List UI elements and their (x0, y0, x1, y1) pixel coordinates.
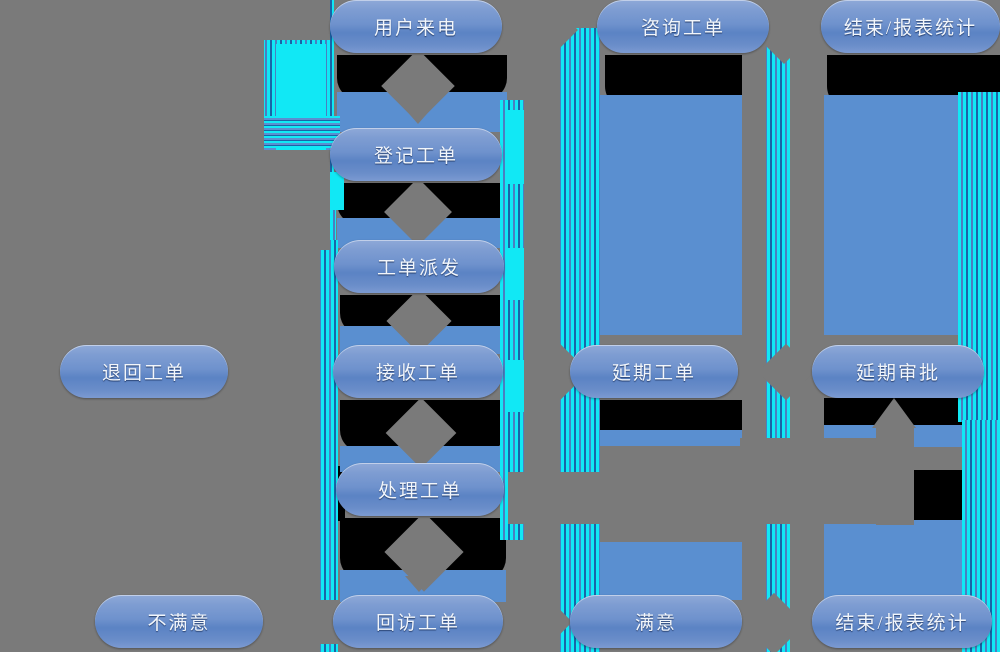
node-label: 回访工单 (375, 613, 460, 634)
artifact-blue-1 (600, 95, 770, 335)
node-end-report-bottom[interactable]: 结束/报表统计 (812, 595, 992, 648)
arrowhead-n5-n7 (405, 330, 433, 346)
node-postpone-ticket[interactable]: 延期工单 (570, 345, 738, 398)
artifact-cyan-4 (506, 110, 524, 184)
node-satisfied[interactable]: 满意 (570, 595, 742, 648)
artifact-gray-patch-7 (790, 0, 824, 652)
node-receive-ticket[interactable]: 接收工单 (333, 345, 503, 398)
node-label: 用户来电 (373, 18, 458, 39)
node-consult-ticket[interactable]: 咨询工单 (597, 0, 769, 53)
connector-n12-n11 (256, 600, 338, 644)
arrowhead-feedback-approval (872, 398, 916, 428)
node-label: 结束/报表统计 (835, 613, 969, 634)
node-label: 处理工单 (377, 481, 462, 502)
artifact-gray-patch-6 (742, 0, 766, 652)
artifact-cyan-1 (276, 44, 326, 118)
artifact-gray-patch-4 (264, 250, 320, 652)
artifact-gray-patch-3 (264, 150, 330, 250)
node-label: 登记工单 (373, 146, 458, 167)
artifact-stripe-5 (556, 28, 600, 652)
artifact-cyan-6 (506, 360, 524, 412)
node-unsatisfied[interactable]: 不满意 (95, 595, 263, 648)
node-register-ticket[interactable]: 登记工单 (330, 128, 502, 181)
node-label: 满意 (634, 613, 677, 634)
node-process-ticket[interactable]: 处理工单 (336, 463, 504, 516)
node-label: 不满意 (147, 613, 211, 634)
artifact-gray-patch-5 (524, 0, 560, 652)
node-label: 延期审批 (855, 363, 940, 384)
node-followup-ticket[interactable]: 回访工单 (333, 595, 503, 648)
artifact-stripe-3 (316, 240, 338, 652)
artifact-cyan-5 (506, 248, 524, 300)
artifact-blue-8 (580, 430, 750, 446)
node-end-report-top[interactable]: 结束/报表统计 (821, 0, 1000, 53)
node-label: 工单派发 (376, 258, 461, 279)
arrowhead-n1-n4 (404, 108, 432, 124)
node-user-call[interactable]: 用户来电 (330, 0, 502, 53)
connector-feedback-approval-horiz (740, 438, 890, 524)
arrowhead-n7-n10 (405, 450, 433, 466)
node-label: 退回工单 (101, 363, 186, 384)
node-label: 延期工单 (611, 363, 696, 384)
artifact-stripe-12 (262, 116, 340, 150)
node-return-ticket[interactable]: 退回工单 (60, 345, 228, 398)
artifact-blue-9 (580, 542, 750, 600)
node-label: 结束/报表统计 (843, 18, 978, 39)
node-label: 接收工单 (375, 363, 460, 384)
connector-n10-n8 (508, 472, 748, 524)
node-dispatch-ticket[interactable]: 工单派发 (334, 240, 504, 293)
node-label: 咨询工单 (640, 18, 725, 39)
artifact-gray-patch-2 (264, 0, 330, 40)
node-postpone-approval[interactable]: 延期审批 (812, 345, 984, 398)
arrowhead-n10-n12 (405, 576, 433, 592)
